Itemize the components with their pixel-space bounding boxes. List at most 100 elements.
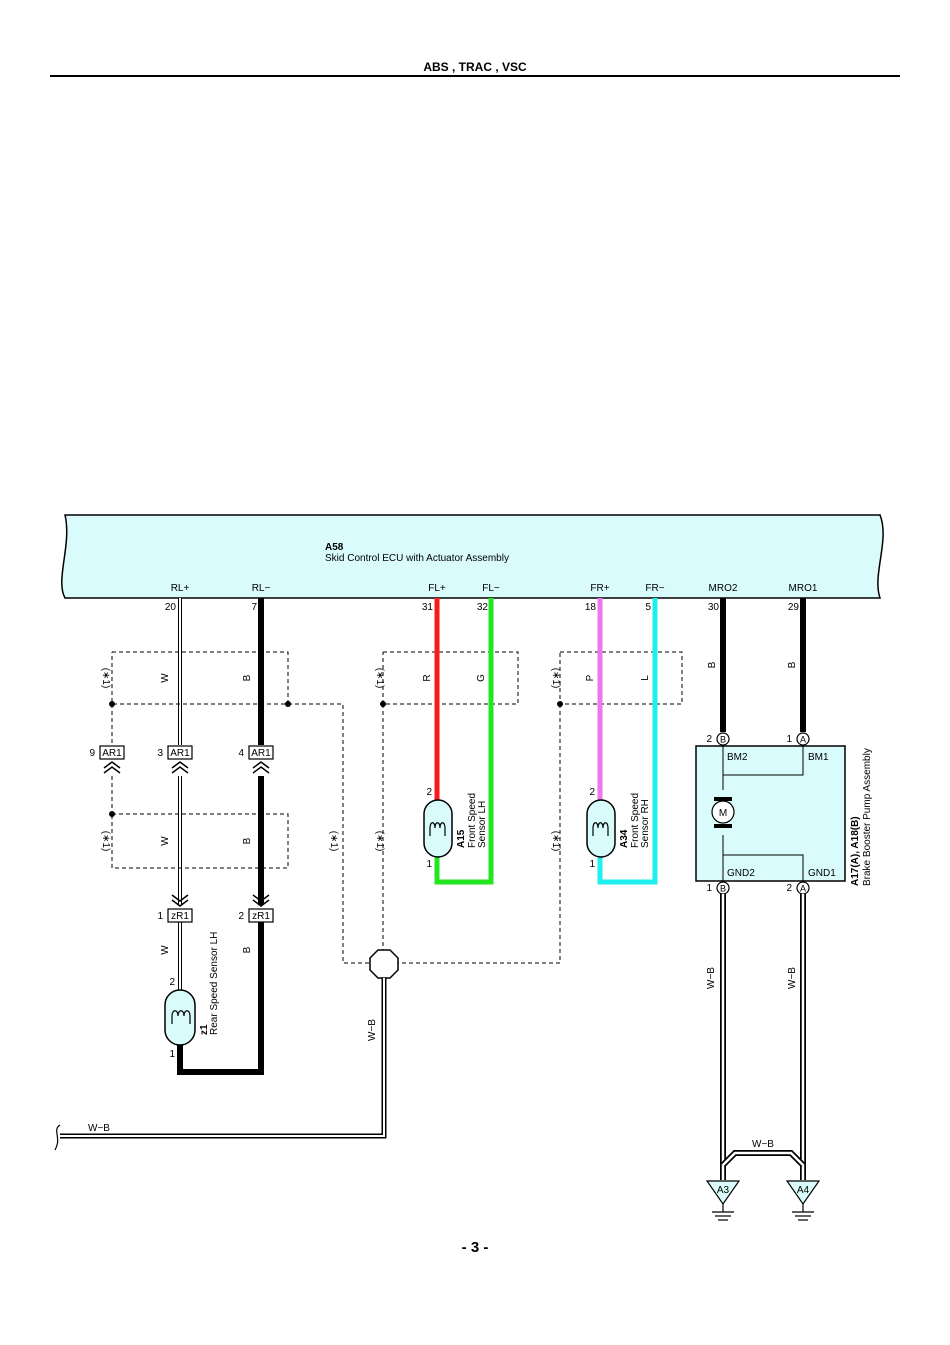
wire-label-wb: W−B (752, 1139, 774, 1150)
svg-text:AR1: AR1 (170, 748, 190, 759)
wire-label-wb: W−B (88, 1123, 110, 1134)
pump-pin-bottom-b: B 1 (706, 881, 730, 895)
sensor-name-line1: Front Speed (467, 793, 478, 848)
wire-label-b: B (242, 837, 253, 844)
coil-icon (592, 822, 609, 829)
sensor-id: A15 (456, 829, 467, 848)
wire-label-wb: W−B (367, 1019, 378, 1041)
sensor-name-line2: Sensor RH (640, 799, 651, 848)
ecu-terminal-rl-plus: RL+ (171, 583, 190, 594)
pump-pin-top-b: B 2 (706, 732, 730, 746)
note-mark: (∗1) (374, 831, 385, 852)
svg-text:B: B (720, 735, 726, 745)
sensor-id: A34 (619, 829, 630, 848)
svg-text:zR1: zR1 (171, 911, 189, 922)
svg-text:A4: A4 (797, 1185, 810, 1196)
wire-label-b: B (787, 661, 798, 668)
connector-ar1-pin9: AR1 9 (89, 745, 125, 774)
front-speed-sensor-rh: 2 1 A34 Front Speed Sensor RH (586, 787, 651, 870)
ecu-box (61, 514, 884, 599)
wire-fl-minus-green (434, 598, 494, 885)
sensor-name-line1: Front Speed (630, 793, 641, 848)
svg-text:A: A (800, 884, 806, 894)
ecu-terminal-fr-plus: FR+ (590, 583, 609, 594)
ecu-terminal-fl-minus: FL− (482, 583, 500, 594)
brake-booster-pump-assembly: M BM2 BM1 GND2 GND1 A17(A), A18(B) Brake… (695, 745, 873, 886)
connector-ar1-pin3: AR1 3 (157, 745, 193, 774)
wire-label-b: B (707, 661, 718, 668)
ecu-pin-rl-plus: 20 (165, 602, 177, 613)
ecu-pin-fr-minus: 5 (645, 602, 651, 613)
sensor-pin: 1 (426, 859, 432, 870)
pump-terminal-gnd2: GND2 (727, 868, 755, 879)
ecu-terminal-fl-plus: FL+ (428, 583, 446, 594)
rear-speed-sensor-lh: 2 1 z1 Rear Speed Sensor LH (164, 932, 220, 1060)
wire-label-wb: W−B (787, 967, 798, 989)
dash-line-rear-shield (288, 703, 370, 964)
note-mark: (∗1) (550, 668, 561, 689)
ecu-pin-fl-minus: 32 (477, 602, 489, 613)
svg-text:9: 9 (89, 748, 95, 759)
wire-label-r: R (422, 674, 433, 681)
pump-terminal-gnd1: GND1 (808, 868, 836, 879)
coil-icon (429, 822, 446, 829)
pump-terminal-bm2: BM2 (727, 752, 748, 763)
ecu-pin-mro2: 30 (708, 602, 720, 613)
svg-text:4: 4 (238, 748, 244, 759)
note-mark: (∗1) (100, 668, 111, 689)
sensor-pin: 1 (169, 1049, 175, 1060)
connector-ar1-pin4: AR1 4 (238, 745, 274, 774)
svg-text:2: 2 (706, 734, 712, 745)
connector-zr1-pin2: zR1 2 (238, 894, 274, 923)
svg-text:2: 2 (238, 911, 244, 922)
option-box-front-rh (559, 651, 683, 705)
svg-text:1: 1 (786, 734, 792, 745)
pump-id: A17(A), A18(B) (850, 816, 861, 886)
ecu-name: Skid Control ECU with Actuator Assembly (325, 553, 509, 564)
svg-text:1: 1 (157, 911, 163, 922)
ecu-pin-rl-minus: 7 (251, 602, 257, 613)
sensor-pin: 1 (589, 859, 595, 870)
coil-icon (171, 1010, 191, 1017)
option-box-front-lh (382, 651, 519, 705)
motor-label: M (719, 808, 727, 819)
pump-pin-top-a: A 1 (786, 732, 810, 746)
svg-text:3: 3 (157, 748, 163, 759)
wire-pump-ground-wb (720, 894, 806, 1180)
page-number: - 3 - (462, 1239, 489, 1256)
wire-label-g: G (476, 674, 487, 682)
wire-label-b: B (242, 946, 253, 953)
wire-break-mark (54, 1124, 61, 1151)
sensor-pin: 2 (426, 787, 432, 798)
ecu-id: A58 (325, 542, 344, 553)
note-mark: (∗1) (550, 831, 561, 852)
wire-fr-minus-cyan (597, 598, 658, 885)
wire-label-w: W (160, 673, 171, 683)
svg-text:A: A (800, 735, 806, 745)
note-mark: (∗1) (100, 831, 111, 852)
ecu-terminal-mro2: MRO2 (709, 583, 738, 594)
svg-text:AR1: AR1 (251, 748, 271, 759)
ecu-pin-fl-plus: 31 (422, 602, 434, 613)
note-mark: (∗1) (374, 668, 385, 689)
option-box-rear-bottom (111, 813, 289, 869)
wire-label-p: P (585, 674, 596, 681)
sensor-pin: 2 (169, 977, 175, 988)
wire-label-wb: W−B (706, 967, 717, 989)
sensor-name-line2: Sensor LH (477, 801, 488, 848)
ground-point-a4: A4 (785, 1180, 821, 1221)
svg-text:B: B (720, 884, 726, 894)
splice-dot (285, 701, 291, 707)
sensor-id: z1 (199, 1024, 210, 1035)
wire-ground-wb-left (60, 978, 387, 1139)
svg-text:zR1: zR1 (252, 911, 270, 922)
wire-label-w: W (160, 945, 171, 955)
wire-label-b: B (242, 674, 253, 681)
wire-label-w: W (160, 836, 171, 846)
svg-text:AR1: AR1 (102, 748, 122, 759)
svg-text:A3: A3 (717, 1185, 730, 1196)
svg-text:1: 1 (706, 883, 712, 894)
ecu-pin-fr-plus: 18 (585, 602, 597, 613)
ecu-terminal-fr-minus: FR− (645, 583, 664, 594)
connector-zr1-pin1: zR1 1 (157, 894, 193, 923)
